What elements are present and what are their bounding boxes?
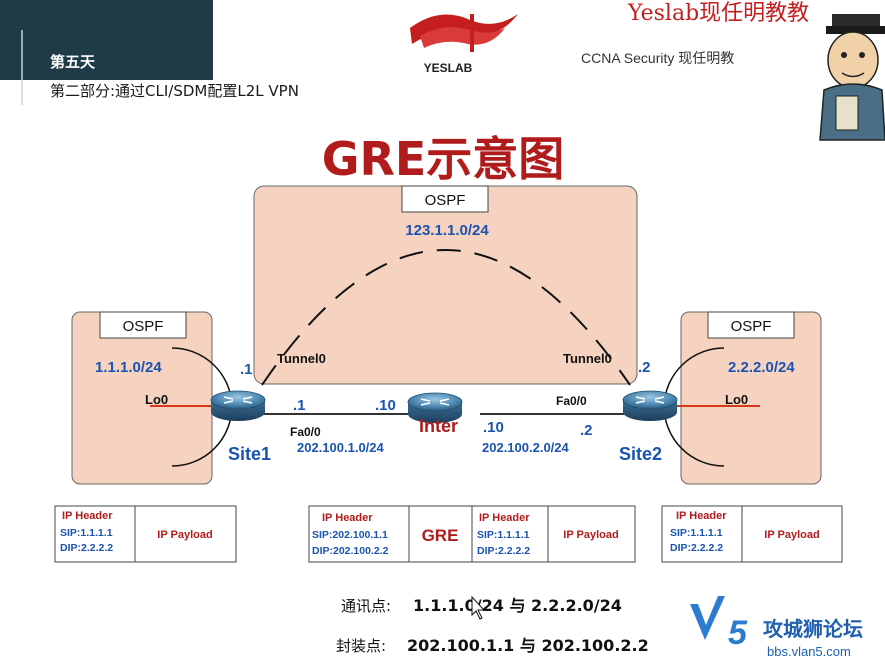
yeslab-logo-icon <box>410 14 518 52</box>
mouse-cursor-icon <box>471 595 486 620</box>
packet-mid-outer-header: IP Header <box>322 512 373 524</box>
inter-name: Inter <box>419 416 458 436</box>
site1-intf: Fa0/0 <box>290 425 321 439</box>
packet-mid-gre: GRE <box>422 526 459 545</box>
ospf-label-right: OSPF <box>731 318 772 335</box>
encap-point-value: 202.100.1.1 与 202.100.2.2 <box>407 636 649 655</box>
site2-wan-network: 202.100.2.0/24 <box>482 440 570 455</box>
router-site1-icon[interactable] <box>210 390 266 422</box>
diagram-title: GRE示意图 <box>322 132 565 186</box>
packet-left-dip: DIP:2.2.2.2 <box>60 542 113 554</box>
tunnel-left-label: Tunnel0 <box>277 351 326 366</box>
day-label: 第五天 <box>50 53 96 71</box>
site2-wan-addr: .2 <box>580 422 593 439</box>
header-band <box>0 0 213 80</box>
site2-name: Site2 <box>619 444 662 464</box>
ospf-label-left: OSPF <box>123 318 164 335</box>
packet-left-header: IP Header <box>62 510 113 522</box>
packet-left-sip: SIP:1.1.1.1 <box>60 527 113 539</box>
inter-left-addr: .10 <box>375 397 396 414</box>
ospf-label-center: OSPF <box>425 192 466 209</box>
packet-left <box>54 505 237 563</box>
encap-point-label: 封装点: <box>336 637 386 655</box>
course-label: CCNA Security 现任明教 <box>581 50 734 66</box>
watermark-name: 攻城狮论坛 <box>763 617 863 641</box>
subtitle: 第二部分:通过CLI/SDM配置L2L VPN <box>50 82 299 100</box>
packet-mid-outer-sip: SIP:202.100.1.1 <box>312 529 388 541</box>
comm-point-label: 通讯点: <box>341 597 391 615</box>
ospf-label-box-center <box>401 185 489 213</box>
packet-right <box>661 505 843 563</box>
left-loopback-label: Lo0 <box>145 392 168 407</box>
logo-text: YESLAB <box>424 61 473 75</box>
packet-mid-outer-dip: DIP:202.100.2.2 <box>312 545 389 557</box>
tunnel-left-addr: .1 <box>240 361 253 378</box>
left-network: 1.1.1.0/24 <box>95 359 162 376</box>
packet-right-sip: SIP:1.1.1.1 <box>670 527 723 539</box>
right-network: 2.2.2.0/24 <box>728 359 795 376</box>
mascot-icon <box>819 14 885 141</box>
vlan5-logo-icon: 5 <box>690 596 748 652</box>
site1-name: Site1 <box>228 444 271 464</box>
site1-wan-addr: .1 <box>293 397 306 414</box>
inter-right-addr: .10 <box>483 419 504 436</box>
router-site2-icon[interactable] <box>622 390 678 422</box>
brand-title: Yeslab现任明教教 <box>627 1 809 26</box>
packet-right-header: IP Header <box>676 510 727 522</box>
svg-text:5: 5 <box>728 614 748 652</box>
site1-wan-network: 202.100.1.0/24 <box>297 440 385 455</box>
comm-point-value: 1.1.1.0/24 与 2.2.2.0/24 <box>413 596 622 615</box>
packet-mid-inner-dip: DIP:2.2.2.2 <box>477 545 530 557</box>
packet-mid-payload: IP Payload <box>563 529 618 541</box>
packet-middle <box>308 505 636 563</box>
right-loopback-label: Lo0 <box>725 392 748 407</box>
packet-mid-inner-sip: SIP:1.1.1.1 <box>477 529 530 541</box>
site2-intf: Fa0/0 <box>556 394 587 408</box>
tunnel-network: 123.1.1.0/24 <box>405 222 489 239</box>
tunnel-right-label: Tunnel0 <box>563 351 612 366</box>
gre-tunnel-path <box>261 249 631 386</box>
ospf-label-box-right <box>707 311 795 339</box>
packet-mid-inner-header: IP Header <box>479 512 530 524</box>
packet-right-dip: DIP:2.2.2.2 <box>670 542 723 554</box>
tunnel-right-addr: .2 <box>638 359 651 376</box>
packet-right-payload: IP Payload <box>764 529 819 541</box>
packet-left-payload: IP Payload <box>157 529 212 541</box>
watermark-url: bbs.vlan5.com <box>767 644 851 659</box>
ospf-label-box-left <box>99 311 187 339</box>
